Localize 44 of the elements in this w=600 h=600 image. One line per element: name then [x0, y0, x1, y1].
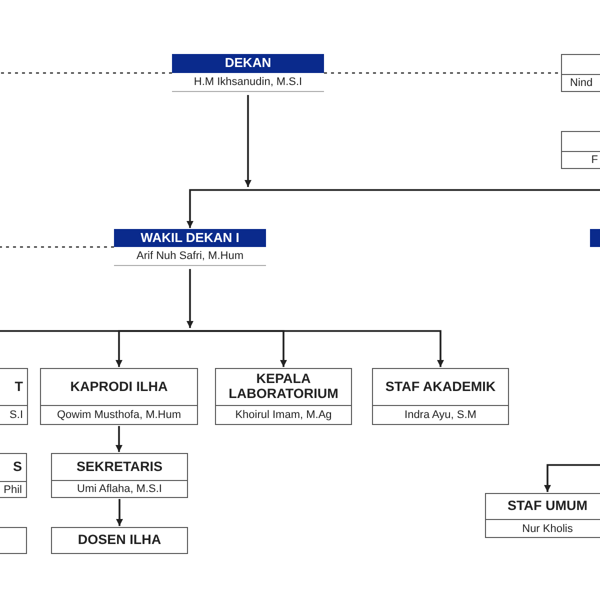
position-title: STAF UMUM — [508, 499, 588, 514]
position-box — [51, 453, 188, 498]
person-name: Nind — [570, 77, 593, 89]
position-box — [215, 368, 352, 425]
position-card — [114, 229, 266, 266]
connector-arrow — [116, 426, 122, 452]
person-name: Khoirul Imam, M.Ag — [235, 409, 332, 421]
dotted-line — [0, 72, 172, 74]
position-title: DOSEN ILHA — [78, 533, 162, 548]
dotted-line — [0, 246, 114, 248]
position-title: S — [12, 460, 22, 475]
position-title: KEPALA LABORATORIUM — [228, 372, 340, 402]
position-box — [485, 493, 600, 538]
position-box — [0, 527, 27, 554]
position-box — [561, 54, 600, 92]
position-title: WAKIL DEKAN I — [140, 230, 240, 246]
person-name: H.M Ikhsanudin, M.S.I — [194, 76, 302, 88]
position-box — [51, 527, 188, 554]
dotted-line — [324, 72, 561, 74]
position-box — [40, 368, 198, 425]
position-title: T — [14, 380, 23, 394]
position-box — [561, 131, 600, 169]
position-title: DEKAN — [224, 56, 272, 71]
connector-arrow — [186, 189, 248, 228]
person-name: Indra Ayu, S.M — [404, 409, 476, 421]
person-name: Nur Kholis — [522, 522, 573, 534]
person-name: S.I — [10, 409, 23, 421]
connector-arrow — [190, 330, 444, 367]
position-card — [172, 54, 324, 92]
position-title: SEKRETARIS — [76, 460, 162, 474]
person-name: Arif Nuh Safri, M.Hum — [136, 250, 244, 262]
connector-arrow — [116, 499, 123, 526]
connector-arrow — [244, 95, 252, 187]
position-box — [372, 368, 509, 425]
connector-arrow — [544, 464, 600, 492]
person-name: F — [591, 154, 598, 166]
position-title: STAF AKADEMIK — [385, 380, 496, 394]
position-box — [0, 453, 27, 498]
person-name: Qowim Musthofa, M.Hum — [56, 409, 182, 421]
person-name: Phil — [4, 484, 22, 496]
person-name: Umi Aflaha, M.S.I — [77, 483, 162, 495]
connector-arrow — [186, 269, 194, 328]
position-box — [0, 368, 28, 425]
position-title: KAPRODI ILHA — [70, 380, 168, 394]
